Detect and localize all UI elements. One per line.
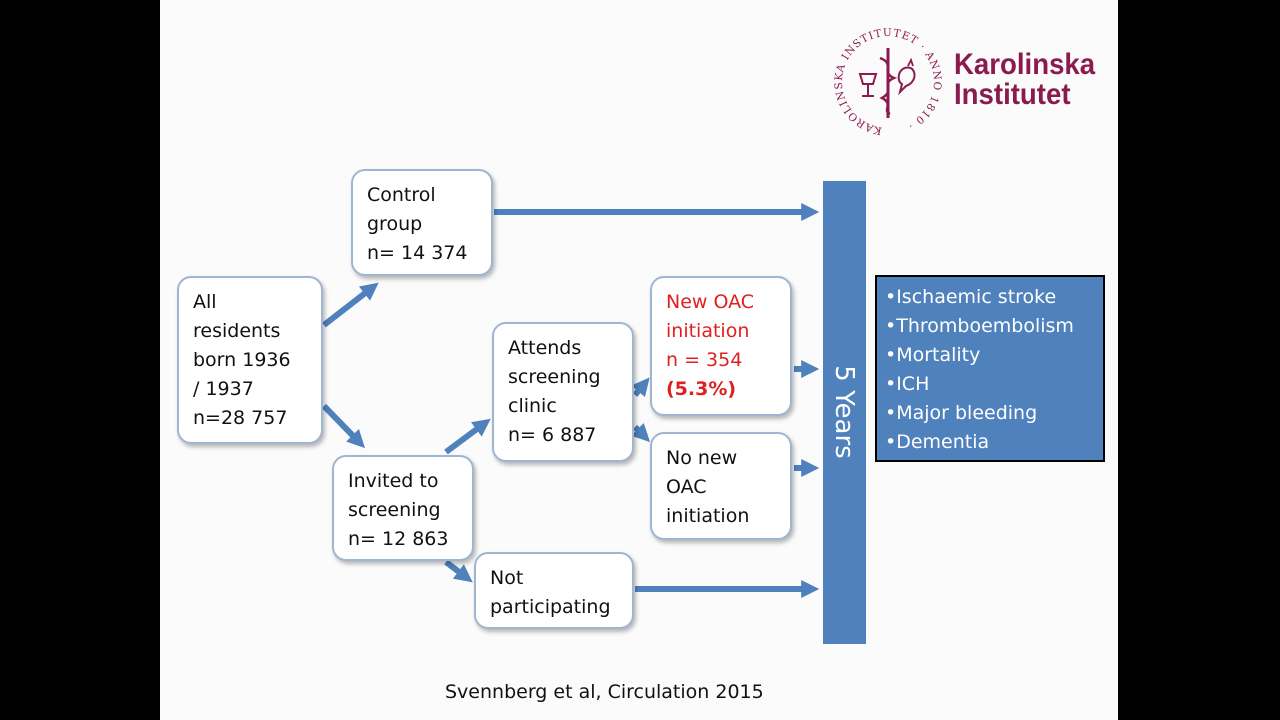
box-text: / 1937	[193, 378, 254, 400]
box-invited: Invited to screening n= 12 863	[332, 455, 474, 561]
box-text: group	[367, 213, 423, 235]
outcomes-box: •Ischaemic stroke •Thromboembolism •Mort…	[875, 275, 1105, 462]
box-text: n= 14 374	[367, 242, 468, 264]
box-text: Not	[490, 567, 524, 589]
outcome-item: •ICH	[885, 373, 930, 395]
arrow-invited-to-attends	[444, 418, 491, 455]
box-text: initiation	[666, 320, 750, 342]
box-text: n= 12 863	[348, 528, 449, 550]
box-text: clinic	[508, 395, 557, 417]
outcome-item: •Thromboembolism	[885, 315, 1074, 337]
outcome-item: •Mortality	[885, 344, 981, 366]
box-text: screening	[348, 499, 441, 521]
arrow-invited-to-notpart	[444, 559, 473, 583]
box-text: n=28 757	[193, 407, 288, 429]
box-text: n= 6 887	[508, 424, 597, 446]
arrow-all-to-control	[322, 282, 379, 328]
wordmark-line-1: Karolinska	[954, 48, 1096, 81]
karolinska-seal-icon: KAROLINSKA INSTITUTET · ANNO 1810 ·	[833, 27, 942, 136]
citation: Svennberg et al, Circulation 2015	[445, 681, 764, 703]
arrow-all-to-invited	[321, 403, 366, 449]
outcome-item: •Major bleeding	[885, 402, 1038, 424]
box-text: Invited to	[348, 470, 439, 492]
box-text: No new	[666, 447, 738, 469]
box-text: OAC	[666, 476, 707, 498]
box-text: initiation	[666, 505, 750, 527]
box-all-residents: All residents born 1936 / 1937 n=28 757	[177, 276, 323, 444]
box-text: Attends	[508, 337, 582, 359]
outcome-item: •Dementia	[885, 431, 990, 453]
followup-label: 5 Years	[829, 365, 859, 459]
box-text: screening	[508, 366, 601, 388]
box-text: All	[193, 291, 217, 313]
box-text: residents	[193, 320, 281, 342]
box-control-group: Control group n= 14 374	[351, 169, 493, 276]
box-text: participating	[490, 596, 611, 618]
karolinska-wordmark: Karolinska Institutet	[954, 50, 1095, 110]
wordmark-line-2: Institutet	[954, 78, 1071, 111]
arrow-attends-to-newoac	[631, 377, 650, 398]
outcome-item: •Ischaemic stroke	[885, 286, 1057, 308]
followup-bar	[823, 181, 866, 644]
box-text: Control	[367, 184, 436, 206]
box-text: born 1936	[193, 349, 291, 371]
box-text: n = 354	[666, 349, 743, 371]
box-no-new-oac: No new OAC initiation	[650, 432, 792, 540]
arrow-attends-to-nonew	[630, 422, 651, 443]
box-not-participating: Not participating	[474, 552, 634, 629]
box-text: New OAC	[666, 291, 755, 313]
new-oac-percentage: (5.3%)	[666, 378, 737, 400]
box-attends-screening: Attends screening clinic n= 6 887	[492, 322, 634, 462]
box-new-oac: New OAC initiation n = 354 (5.3%)	[650, 276, 792, 416]
